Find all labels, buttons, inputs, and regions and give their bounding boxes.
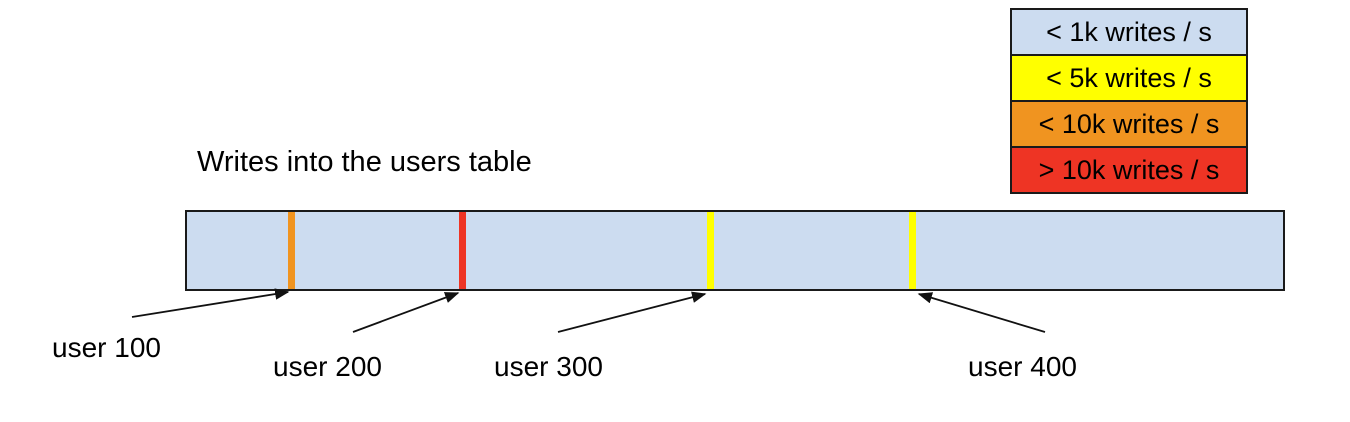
legend-item-label: > 10k writes / s (1038, 154, 1220, 185)
users-table-bar (185, 210, 1285, 291)
legend-item-label: < 10k writes / s (1038, 108, 1220, 139)
legend-item-label: < 5k writes / s (1046, 62, 1212, 93)
hotspot-stripe-user-400 (909, 212, 916, 289)
legend-item-lt-5k: < 5k writes / s (1010, 54, 1248, 102)
legend-item-lt-10k: < 10k writes / s (1010, 100, 1248, 148)
hotspot-label-user-100: user 100 (52, 332, 161, 363)
arrow-user-200 (352, 292, 460, 333)
legend: < 1k writes / s < 5k writes / s < 10k wr… (1010, 8, 1248, 194)
hotspot-stripe-user-300 (707, 212, 714, 289)
diagram-title: Writes into the users table (197, 146, 532, 178)
arrow-user-400 (917, 292, 1046, 333)
arrow-user-100 (131, 288, 290, 318)
hotspot-label-user-400: user 400 (968, 351, 1077, 382)
legend-item-lt-1k: < 1k writes / s (1010, 8, 1248, 56)
legend-item-label: < 1k writes / s (1046, 16, 1212, 47)
legend-item-gt-10k: > 10k writes / s (1010, 146, 1248, 194)
hotspot-label-user-300: user 300 (494, 351, 603, 382)
hotspot-stripe-user-100 (288, 212, 295, 289)
hotspot-stripe-user-200 (459, 212, 466, 289)
arrow-user-300 (557, 291, 707, 333)
hotspot-label-user-200: user 200 (273, 351, 382, 382)
